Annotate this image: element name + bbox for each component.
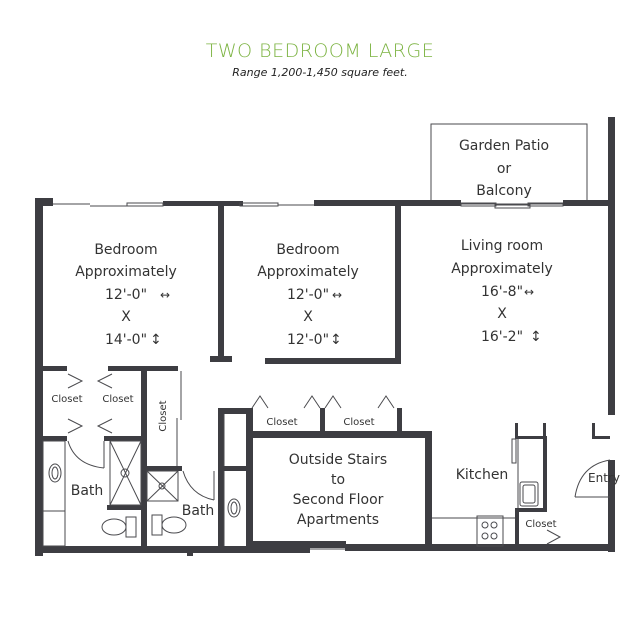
svg-text:Closet: Closet [51, 394, 82, 405]
svg-text:Living room: Living room [461, 238, 543, 254]
svg-text:Closet: Closet [102, 394, 133, 405]
interior-walls [43, 206, 610, 548]
bedroom1-label: Bedroom Approximately 12'-0" ↔ X 14'-0" … [75, 242, 177, 348]
horizontal-arrow-icon: ↔ [332, 288, 342, 302]
patio-label: Garden Patio or Balcony [459, 138, 549, 199]
fixtures [42, 371, 611, 547]
svg-text:16'-2": 16'-2" [481, 329, 523, 345]
svg-text:X: X [303, 309, 313, 325]
svg-text:Balcony: Balcony [476, 183, 532, 199]
svg-text:12'-0": 12'-0" [105, 287, 147, 303]
svg-text:X: X [121, 309, 131, 325]
svg-text:Bath: Bath [182, 503, 215, 519]
svg-text:12'-0": 12'-0" [287, 332, 329, 348]
patio-outline [430, 123, 588, 205]
horizontal-arrow-icon: ↔ [524, 285, 534, 299]
entry-label: Entry [588, 471, 620, 485]
svg-text:Entry: Entry [588, 471, 620, 485]
svg-text:Closet: Closet [525, 519, 556, 530]
svg-text:16'-8": 16'-8" [481, 284, 523, 300]
vertical-arrow-icon: ↕ [530, 329, 542, 345]
svg-text:14'-0": 14'-0" [105, 332, 147, 348]
svg-text:Apartments: Apartments [297, 512, 379, 528]
plan-title: TWO BEDROOM LARGE [205, 40, 435, 62]
svg-text:X: X [497, 306, 507, 322]
svg-text:Bedroom: Bedroom [276, 242, 339, 258]
plan-subtitle: Range 1,200-1,450 square feet. [232, 66, 408, 79]
vertical-arrow-icon: ↕ [150, 332, 162, 348]
svg-text:Second Floor: Second Floor [293, 492, 384, 508]
svg-text:Bath: Bath [71, 483, 104, 499]
kitchen-label: Kitchen [456, 467, 509, 483]
svg-text:Closet: Closet [266, 417, 297, 428]
svg-text:Closet: Closet [158, 400, 169, 431]
bedroom2-label: Bedroom Approximately 12'-0" ↔ X 12'-0" … [257, 242, 359, 348]
svg-text:12'-0": 12'-0" [287, 287, 329, 303]
svg-text:Approximately: Approximately [257, 264, 359, 280]
stairs-label: Outside Stairs to Second Floor Apartment… [289, 452, 387, 528]
horizontal-arrow-icon: ↔ [160, 288, 170, 302]
living-room-label: Living room Approximately 16'-8" ↔ X 16'… [451, 238, 553, 345]
exterior-walls [35, 117, 615, 556]
svg-text:or: or [497, 161, 512, 177]
svg-text:Kitchen: Kitchen [456, 467, 509, 483]
svg-text:Garden Patio: Garden Patio [459, 138, 549, 154]
svg-text:to: to [331, 472, 345, 488]
bath-labels: Bath Bath [71, 483, 215, 519]
svg-text:Approximately: Approximately [75, 264, 177, 280]
svg-text:Outside Stairs: Outside Stairs [289, 452, 387, 468]
closet-labels: Closet Closet Closet Closet Closet Close… [51, 394, 556, 530]
vertical-arrow-icon: ↕ [330, 332, 342, 348]
svg-text:Approximately: Approximately [451, 261, 553, 277]
svg-text:Closet: Closet [343, 417, 374, 428]
svg-text:Bedroom: Bedroom [94, 242, 157, 258]
